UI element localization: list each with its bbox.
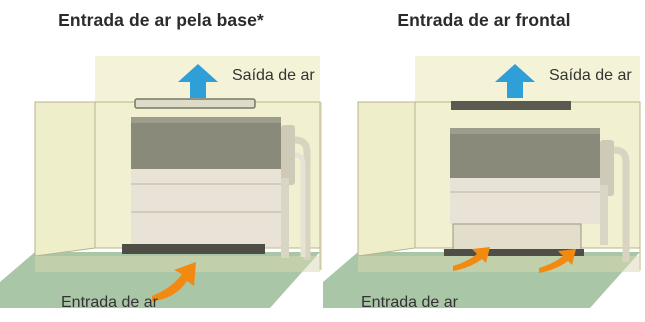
inlet-arrow <box>152 262 196 301</box>
diagram-base-intake: Entrada de ar pela base* Saída de a <box>0 0 322 322</box>
diagram-front-intake: Entrada de ar frontal Saída de ar Entr <box>323 0 645 322</box>
base-intake-illustration <box>0 56 322 308</box>
inlet-label: Entrada de ar <box>361 294 458 311</box>
pipe <box>613 146 630 262</box>
outlet-label: Saída de ar <box>232 67 315 84</box>
inlet-arrow-right <box>539 249 576 273</box>
inlet-label: Entrada de ar <box>61 294 158 311</box>
outlet-label: Saída de ar <box>549 67 632 84</box>
outlet-slot <box>451 101 571 110</box>
unit-top <box>450 128 600 178</box>
unit-body <box>450 178 600 224</box>
cabinet-left-wall <box>357 101 416 257</box>
cabinet-front-edge <box>35 256 320 272</box>
unit-body <box>131 169 281 247</box>
diagram-title: Entrada de ar frontal <box>397 10 571 30</box>
outlet-arrow <box>495 64 535 98</box>
outlet-slot <box>134 98 256 109</box>
front-intake-illustration <box>323 56 641 308</box>
front-grille <box>452 223 582 253</box>
unit-top <box>131 117 281 169</box>
cabinet-left-wall <box>34 101 96 257</box>
inlet-arrow-left <box>453 247 490 271</box>
pipe <box>294 136 311 260</box>
diagram-title: Entrada de ar pela base* <box>58 10 264 30</box>
base-grille <box>122 244 265 254</box>
outlet-arrow <box>178 64 218 98</box>
